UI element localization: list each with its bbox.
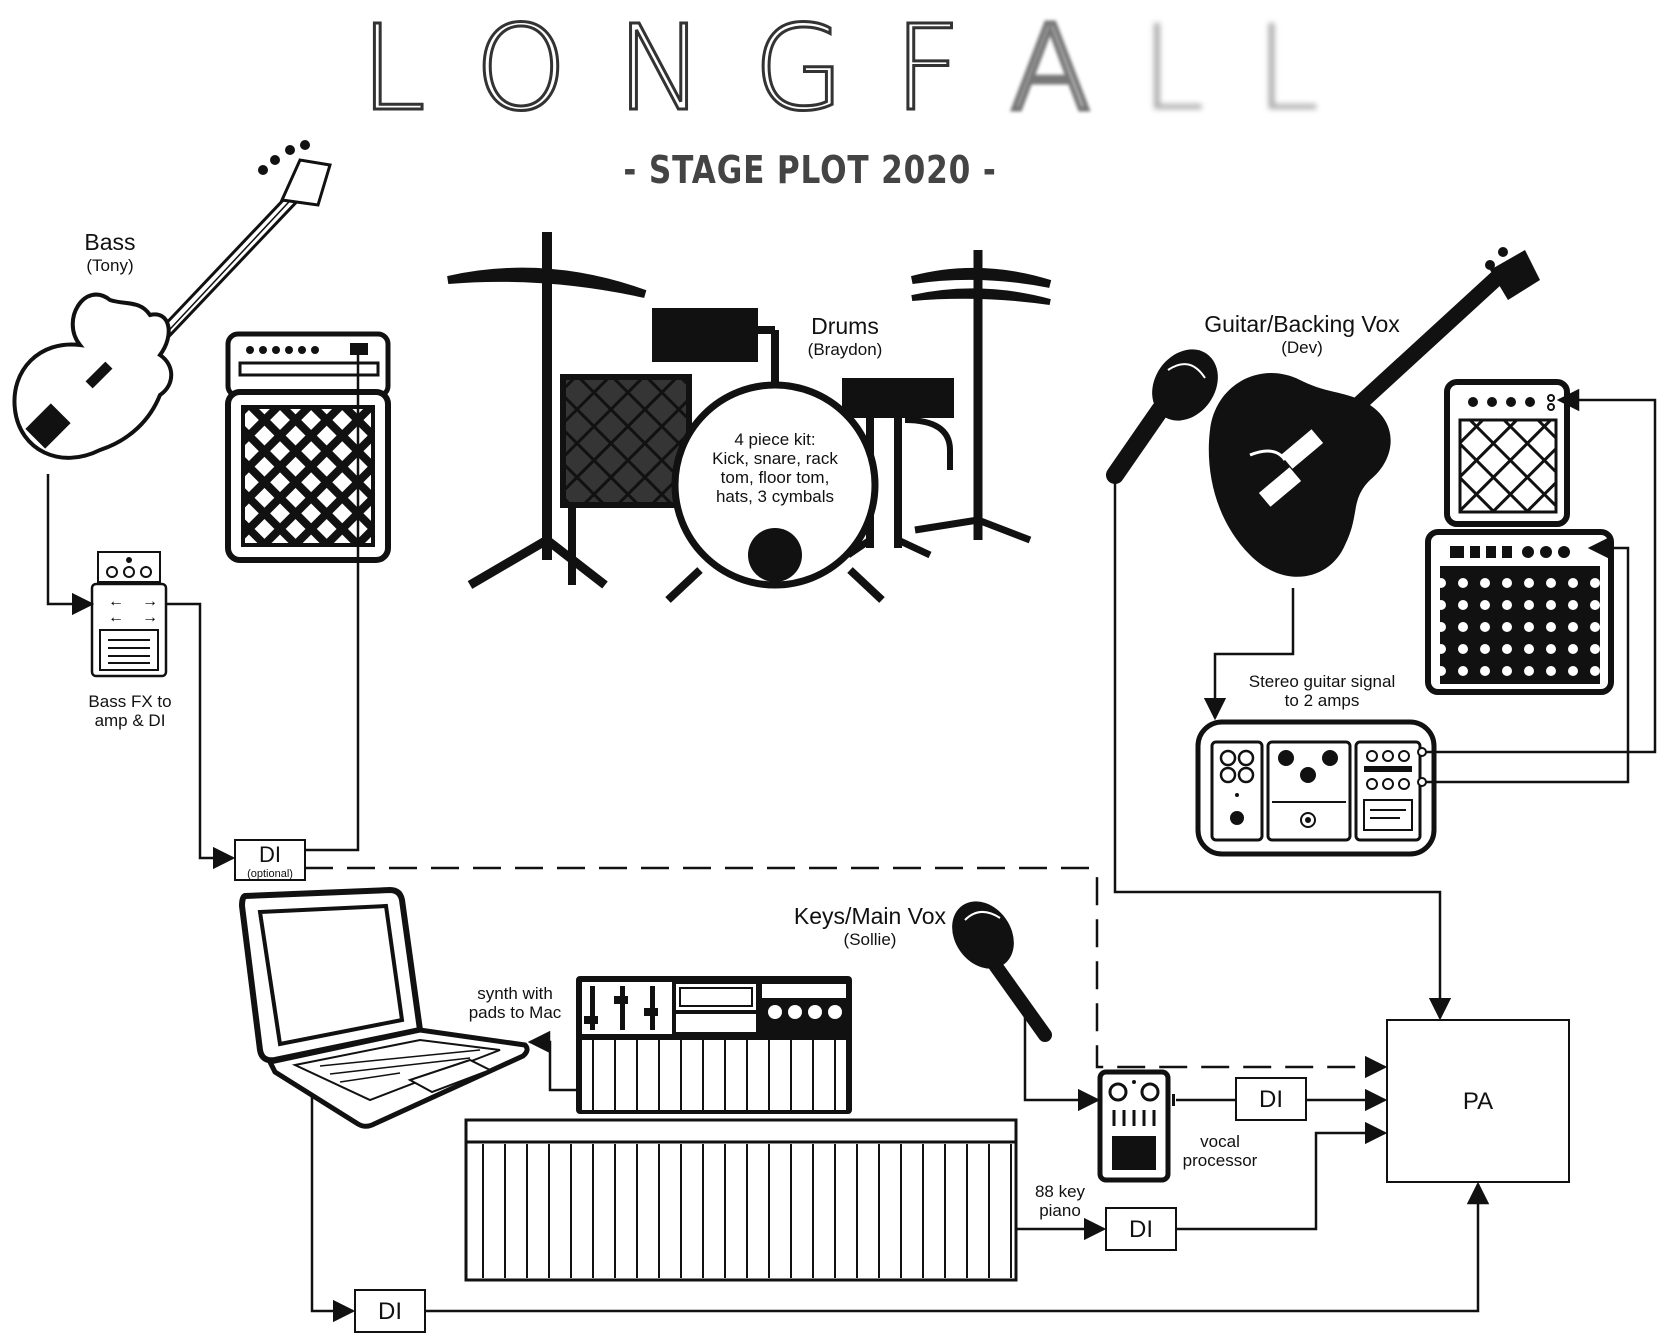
note-line: pads to Mac	[468, 1003, 562, 1023]
di-vocal-label: DI	[1259, 1086, 1283, 1113]
bass-amp-icon	[225, 331, 391, 563]
logo-letter: L	[1139, 0, 1206, 137]
synth-keyboard-icon	[576, 976, 852, 1114]
kit-line: Kick, snare, rack	[712, 449, 838, 469]
piano-note: 88 key piano	[1020, 1182, 1100, 1220]
svg-text:→: →	[142, 593, 158, 610]
piano-88-key-icon	[464, 1118, 1018, 1282]
note-line: Stereo guitar signal	[1248, 672, 1396, 691]
bass-role: Bass	[84, 229, 136, 255]
bass-guitar-icon	[12, 140, 332, 460]
bass-label: Bass (Tony)	[60, 229, 160, 275]
note-line: vocal	[1200, 1132, 1240, 1151]
drums-name: (Braydon)	[807, 339, 883, 359]
note-line: synth with	[477, 984, 553, 1003]
pa-box	[1386, 1019, 1570, 1183]
svg-text:←: ←	[108, 593, 124, 610]
logo-letter: L	[359, 0, 428, 139]
backing-vox-mic-icon	[1106, 349, 1218, 484]
laptop-icon	[238, 886, 530, 1129]
keys-name: (Sollie)	[843, 929, 897, 949]
guitar-amp-head-icon	[1444, 379, 1570, 527]
di-piano-label: DI	[1129, 1216, 1153, 1243]
bass-fx-pedal-icon: ← → ← →	[90, 551, 168, 678]
logo-letter: O	[473, 0, 569, 139]
stereo-guitar-note: Stereo guitar signal to 2 amps	[1222, 672, 1422, 710]
electric-guitar-icon	[1208, 247, 1540, 577]
di-bass-sublabel: (optional)	[247, 868, 293, 880]
kit-line: hats, 3 cymbals	[715, 487, 835, 507]
keys-role: Keys/Main Vox	[793, 903, 947, 929]
note-line: Bass FX to	[88, 692, 172, 711]
logo-letter: L	[1254, 0, 1320, 137]
guitar-pedalboard-icon	[1195, 719, 1437, 857]
kit-line: tom, floor tom,	[720, 468, 830, 488]
logo-letter: N	[615, 0, 706, 139]
drums-role: Drums	[811, 313, 879, 339]
logo-letter: G	[752, 0, 846, 139]
note-line: 88 key	[1034, 1182, 1086, 1201]
guitar-label: Guitar/Backing Vox (Dev)	[1172, 311, 1432, 357]
di-laptop-label: DI	[378, 1298, 402, 1325]
synth-note: synth with pads to Mac	[455, 984, 575, 1022]
logo-letter: A	[1008, 0, 1094, 140]
kit-line: 4 piece kit:	[734, 430, 816, 449]
note-line: piano	[1039, 1201, 1081, 1221]
page-subtitle: - STAGE PLOT 2020 -	[623, 148, 997, 192]
guitar-name: (Dev)	[1281, 337, 1323, 357]
svg-text:←: ←	[108, 609, 124, 626]
di-bass-label: DI	[259, 842, 281, 867]
vocal-processor-pedal-icon	[1097, 1069, 1175, 1183]
guitar-role: Guitar/Backing Vox	[1204, 311, 1400, 337]
bass-name: (Tony)	[86, 255, 134, 275]
pa-label: PA	[1462, 1088, 1494, 1115]
bass-fx-note: Bass FX to amp & DI	[70, 692, 190, 730]
main-vox-mic-icon	[952, 901, 1052, 1042]
note-line: to 2 amps	[1284, 691, 1360, 711]
signal-cables	[46, 355, 1657, 1323]
note-line: processor	[1182, 1151, 1258, 1171]
keys-label: Keys/Main Vox (Sollie)	[770, 903, 970, 949]
di-piano-box	[1105, 1207, 1177, 1251]
drums-label: Drums (Braydon)	[780, 313, 910, 359]
vocal-processor-note: vocal processor	[1170, 1132, 1270, 1170]
note-line: amp & DI	[94, 711, 166, 731]
drum-kit-note: 4 piece kit: Kick, snare, rack tom, floo…	[695, 430, 855, 506]
band-logo: L O N G F A L L	[359, 0, 1320, 140]
drum-kit-icon	[447, 232, 1052, 603]
guitar-combo-amp-icon	[1425, 529, 1614, 695]
logo-letter: F	[892, 0, 963, 139]
svg-text:→: →	[142, 609, 158, 626]
